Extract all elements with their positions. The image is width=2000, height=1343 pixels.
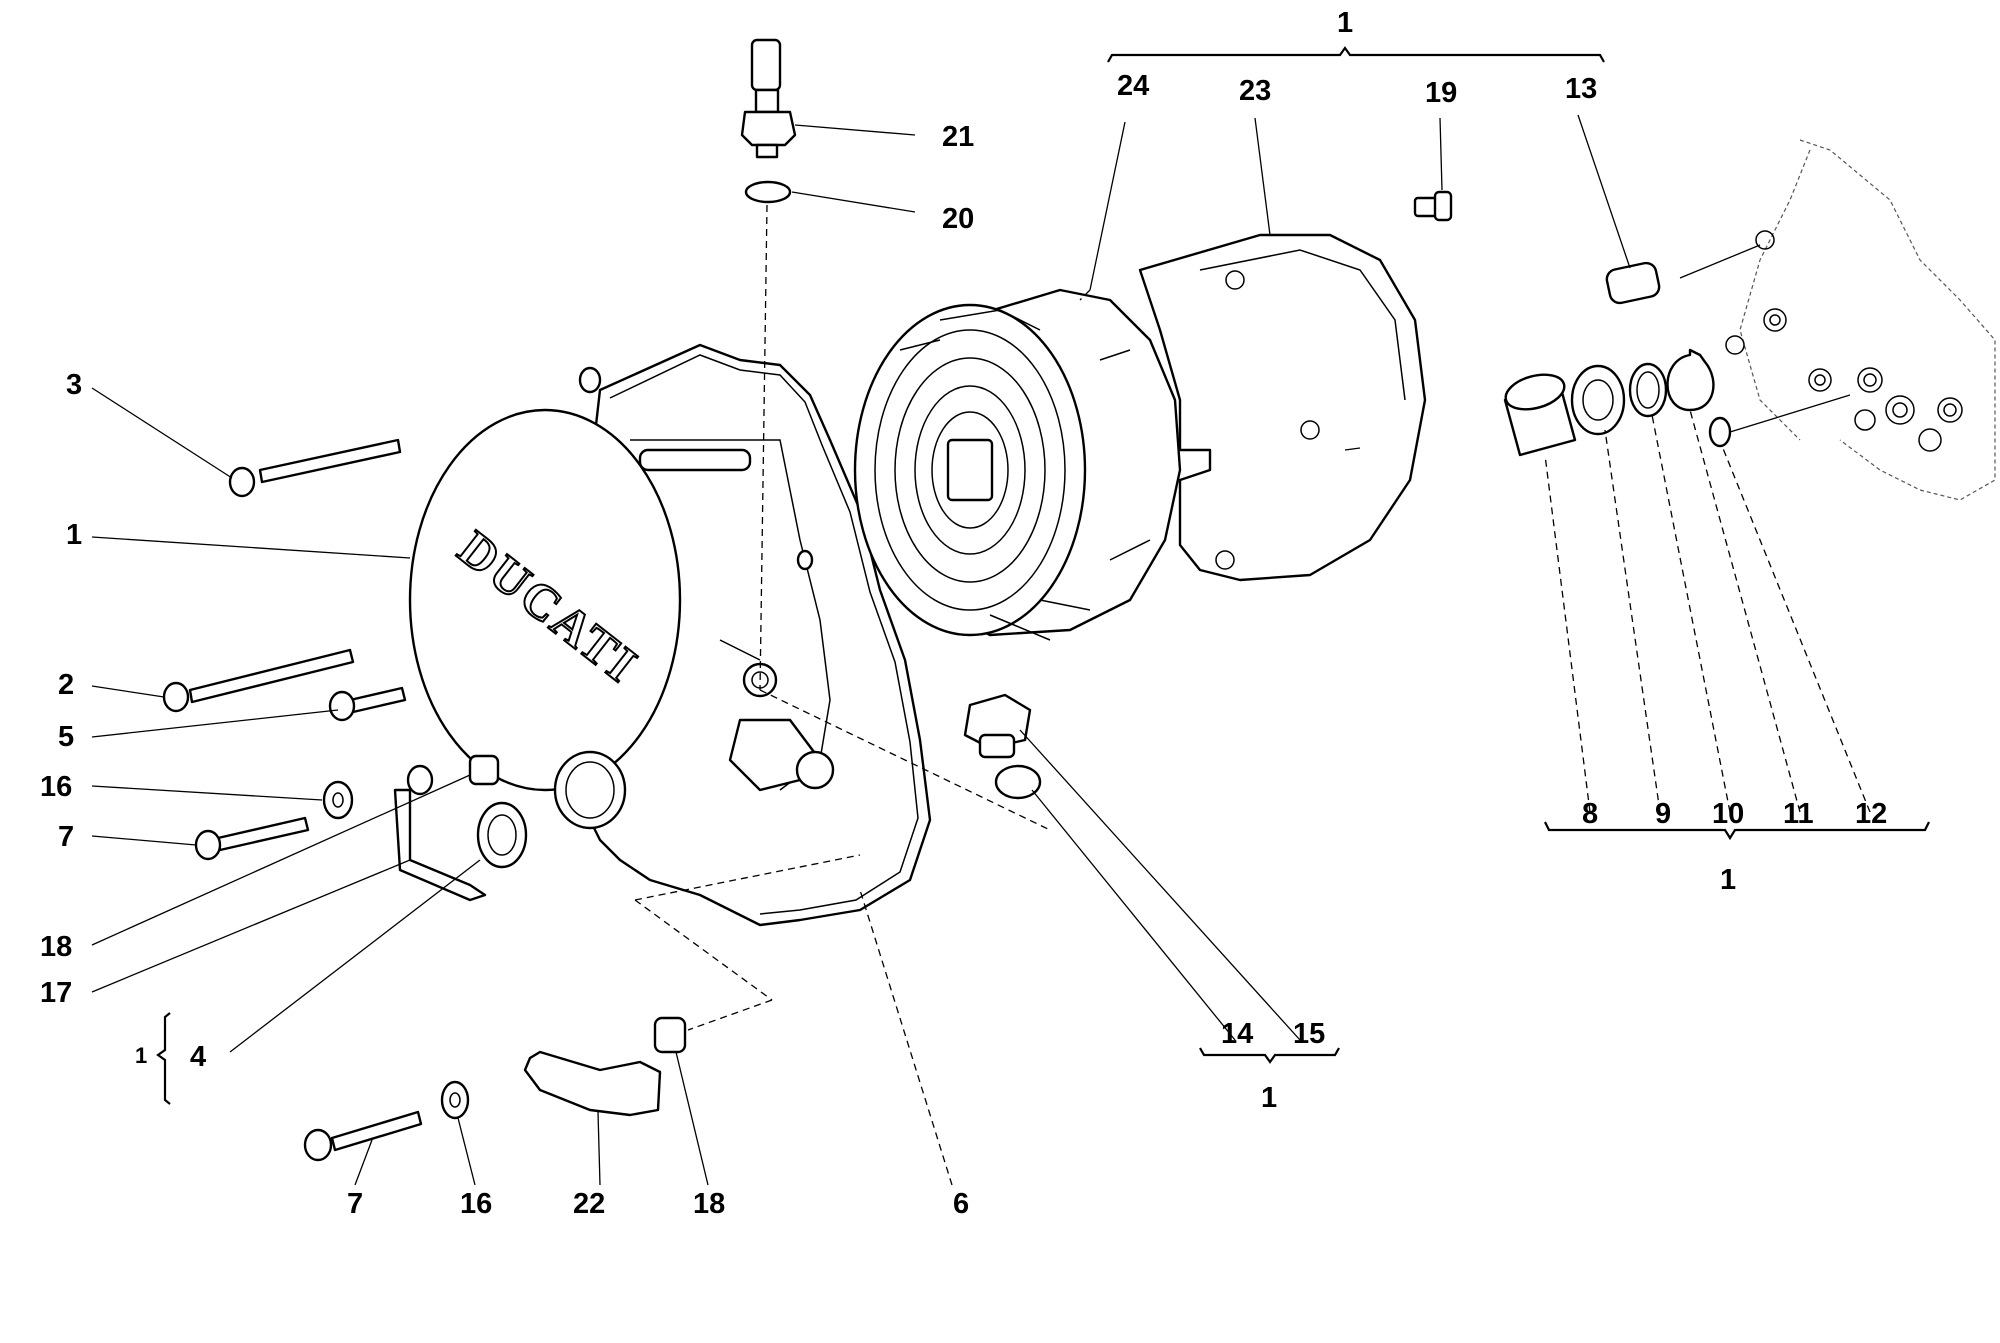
oring-17 <box>406 764 434 796</box>
label-1: 1 <box>66 519 82 551</box>
bolt-short-5 <box>328 686 407 722</box>
bolt-7a <box>194 816 310 861</box>
bushing-13 <box>1605 261 1661 305</box>
oring-12 <box>1708 416 1732 448</box>
label-14: 14 <box>1221 1018 1253 1050</box>
label-group-8-12: 1 <box>1720 864 1736 896</box>
label-3: 3 <box>66 369 82 401</box>
bolt-long-2 <box>162 648 355 713</box>
label-4: 4 <box>190 1041 206 1073</box>
bolt-long-3 <box>228 438 402 498</box>
ring-10 <box>1628 362 1668 418</box>
bushing-8 <box>1503 373 1577 457</box>
label-19: 19 <box>1425 77 1457 109</box>
label-2: 2 <box>58 669 74 701</box>
bolt-7b <box>303 1110 423 1162</box>
brace-8-12 <box>1544 821 1930 841</box>
label-16b: 16 <box>460 1188 492 1220</box>
brace-14-15 <box>1199 1047 1340 1064</box>
label-21: 21 <box>942 121 974 153</box>
label-6: 6 <box>953 1188 969 1220</box>
leader-lines <box>91 114 1851 1186</box>
label-7b: 7 <box>347 1188 363 1220</box>
label-13: 13 <box>1565 73 1597 105</box>
dashed-leader-lines <box>634 204 1871 1186</box>
bracket-22 <box>523 1050 662 1117</box>
label-group-14-15: 1 <box>1261 1082 1277 1114</box>
label-18b: 18 <box>693 1188 725 1220</box>
brace-kit <box>156 1012 171 1105</box>
bolt-19 <box>1413 190 1453 222</box>
pressure-plate <box>1138 233 1427 582</box>
washer-16a <box>322 780 354 820</box>
label-18a: 18 <box>40 931 72 963</box>
label-10: 10 <box>1712 798 1744 830</box>
oil-seal-4 <box>476 801 528 869</box>
crankcase-outline <box>1725 139 1996 501</box>
label-8: 8 <box>1582 798 1598 830</box>
clutch-basket <box>853 288 1182 641</box>
label-20: 20 <box>942 203 974 235</box>
label-7a: 7 <box>58 821 74 853</box>
label-23: 23 <box>1239 75 1271 107</box>
label-12: 12 <box>1855 798 1887 830</box>
spacer-18b <box>653 1016 687 1054</box>
part-labels: 1 24 23 19 13 21 20 3 1 2 5 16 7 18 17 1… <box>40 7 1887 1220</box>
label-kit-number: 1 <box>135 1043 147 1068</box>
label-16a: 16 <box>40 771 72 803</box>
label-22: 22 <box>573 1188 605 1220</box>
label-11: 11 <box>1783 798 1814 830</box>
oil-filler-cap <box>963 693 1032 759</box>
circlip-11 <box>1666 348 1715 412</box>
label-5: 5 <box>58 721 74 753</box>
washer-16b <box>440 1080 470 1120</box>
label-top-group: 1 <box>1337 7 1353 39</box>
seal-9 <box>1570 364 1626 436</box>
spacer-18a <box>468 754 500 786</box>
oring-14 <box>994 764 1042 800</box>
label-9: 9 <box>1655 798 1671 830</box>
clutch-cover: DUCATI <box>408 343 932 927</box>
brace-top <box>1107 46 1605 63</box>
label-24: 24 <box>1117 70 1149 102</box>
sealing-washer <box>744 180 792 204</box>
label-15: 15 <box>1293 1018 1325 1050</box>
label-17: 17 <box>40 977 72 1009</box>
temperature-sensor <box>740 38 797 159</box>
clip-17 <box>393 788 487 902</box>
